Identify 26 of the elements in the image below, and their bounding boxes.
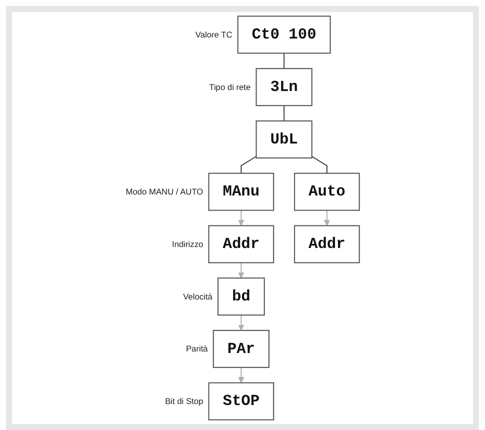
arrow bbox=[238, 367, 244, 384]
arrow bbox=[238, 210, 244, 226]
parameter-label: Valore TC bbox=[195, 30, 232, 40]
parameter-label: Parità bbox=[186, 344, 208, 354]
connector-line bbox=[240, 156, 257, 174]
display-box: bd bbox=[217, 278, 265, 316]
display-box: StOP bbox=[208, 382, 274, 420]
display-box: MAnu bbox=[208, 172, 274, 211]
parameter-label: Velocità bbox=[183, 291, 212, 302]
parameter-label: Indirizzo bbox=[172, 238, 204, 249]
display-box: Auto bbox=[294, 172, 360, 211]
display-box: Addr bbox=[208, 225, 274, 264]
parameter-label: Bit di Stop bbox=[165, 396, 204, 406]
parameter-label: Tipo di rete bbox=[209, 82, 251, 92]
arrow bbox=[324, 210, 330, 226]
parameter-label: Modo MANU / AUTO bbox=[126, 186, 204, 197]
display-box: Addr bbox=[294, 225, 360, 264]
display-box: 3Ln bbox=[256, 68, 312, 106]
arrow bbox=[238, 315, 244, 331]
display-box: Ct0 100 bbox=[237, 16, 331, 54]
display-box: PAr bbox=[212, 330, 270, 368]
connector-line bbox=[284, 106, 285, 121]
arrow bbox=[238, 262, 244, 278]
connector-line bbox=[312, 156, 328, 174]
connector-line bbox=[284, 53, 285, 69]
display-box: UbL bbox=[256, 120, 312, 158]
